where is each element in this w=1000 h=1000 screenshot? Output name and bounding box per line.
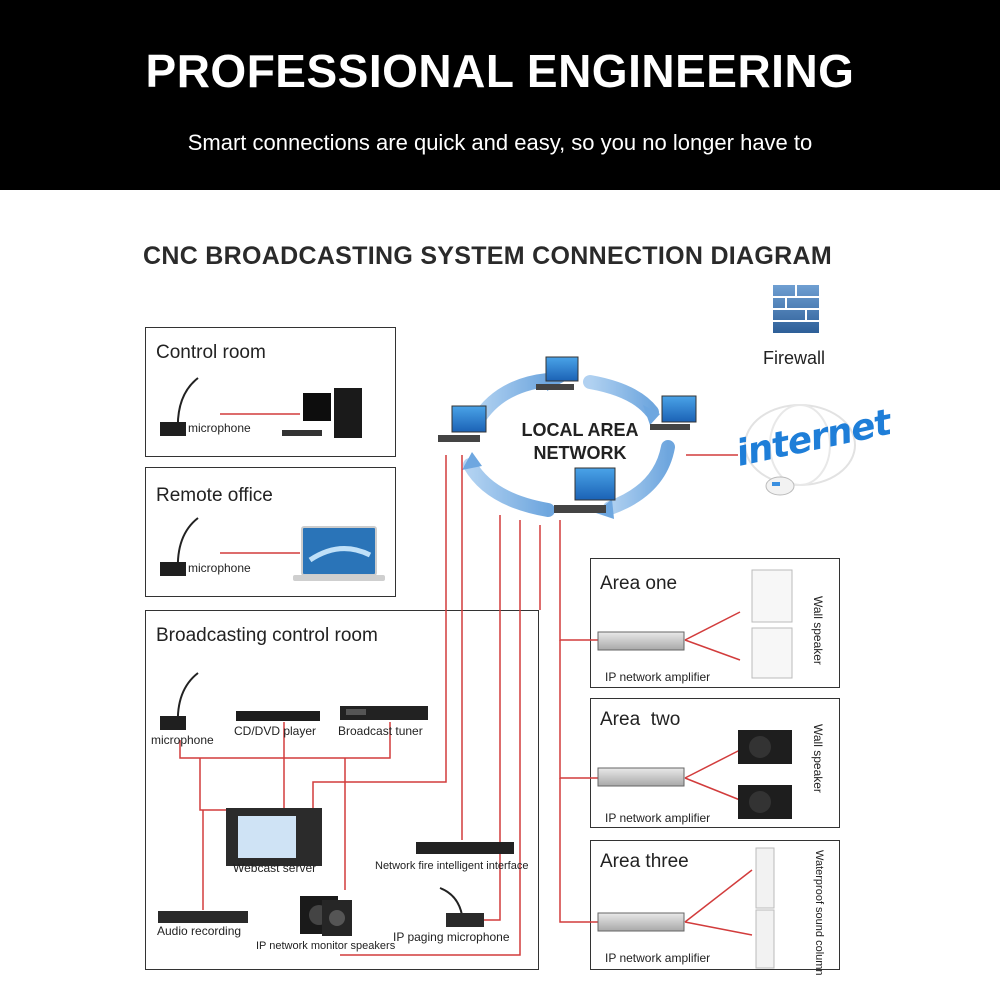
laptop-icon (293, 526, 385, 581)
lan-label-line1: LOCAL AREA (521, 420, 639, 440)
broadcast-microphone-label: microphone (151, 733, 214, 747)
audio-recorder-icon (158, 911, 248, 923)
remote-office-microphone-icon (160, 517, 199, 576)
area-one-title: Area one (600, 573, 678, 594)
lan-computer-icon (438, 405, 487, 442)
area-one-box (590, 558, 840, 688)
area-one-amplifier-icon (597, 631, 685, 651)
control-room-title: Control room (156, 342, 266, 363)
webcast-server-label: Webcast server (233, 861, 317, 875)
area-one-wall-speaker-icon (751, 569, 793, 679)
area-three-speaker-label: Waterproof sound column (813, 850, 825, 976)
control-room-microphone-icon (160, 377, 199, 436)
broadcast-tuner-label: Broadcast tuner (338, 724, 423, 738)
remote-office-title: Remote office (156, 485, 273, 506)
area-three-title: Area three (600, 851, 689, 872)
monitor-speakers-icon (300, 896, 352, 936)
lan-computer-icon (650, 395, 697, 430)
area-two-wall-speaker-icon (738, 730, 792, 819)
dvd-player-label: CD/DVD player (234, 724, 317, 738)
area-two-amplifier-icon (597, 767, 685, 787)
desktop-computer-icon (282, 388, 362, 438)
area-three-box (590, 840, 840, 970)
lan-computer-icon (554, 467, 616, 513)
lan-computer-icon (536, 356, 579, 390)
area-three-amplifier-icon (597, 912, 685, 932)
broadcast-tuner-icon (340, 706, 428, 720)
webcast-server-icon (226, 808, 322, 866)
area-three-sound-column-icon (755, 847, 775, 969)
remote-office-microphone-label: microphone (188, 561, 251, 575)
lan-label: LOCAL AREA NETWORK (505, 419, 655, 465)
fire-interface-icon (416, 842, 514, 854)
dvd-player-icon (236, 711, 320, 721)
lan-label-line2: NETWORK (533, 443, 627, 463)
header-banner: PROFESSIONAL ENGINEERING Smart connectio… (0, 0, 1000, 190)
area-two-speaker-label: Wall speaker (811, 724, 825, 793)
firewall-label: Firewall (763, 348, 826, 368)
diagram-title: CNC BROADCASTING SYSTEM CONNECTION DIAGR… (143, 242, 832, 270)
area-two-title: Area two (600, 709, 681, 730)
firewall-icon (773, 285, 819, 333)
area-three-amp-label: IP network amplifier (605, 951, 711, 965)
fire-interface-label: Network fire intelligent interface (375, 860, 529, 872)
area-two-amp-label: IP network amplifier (605, 811, 711, 825)
internet-globe-icon (744, 404, 856, 496)
area-one-speaker-label: Wall speaker (811, 596, 825, 665)
monitor-speakers-label: IP network monitor speakers (256, 940, 396, 952)
page-subtitle: Smart connections are quick and easy, so… (187, 130, 813, 155)
paging-microphone-icon (439, 887, 484, 927)
broadcast-microphone-icon (160, 672, 199, 730)
broadcast-room-title: Broadcasting control room (156, 625, 378, 646)
page-title: PROFESSIONAL ENGINEERING (145, 45, 855, 97)
paging-microphone-label: IP paging microphone (393, 930, 510, 944)
audio-recording-label: Audio recording (157, 924, 242, 938)
area-one-amp-label: IP network amplifier (605, 670, 711, 684)
control-room-microphone-label: microphone (188, 421, 251, 435)
